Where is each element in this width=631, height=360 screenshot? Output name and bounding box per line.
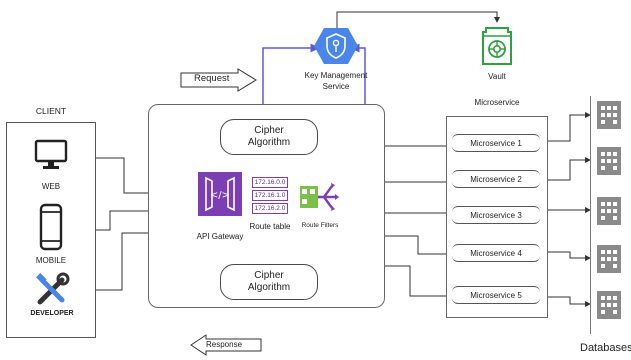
svg-text:</>: </> [210, 190, 230, 201]
vault-icon [480, 22, 514, 66]
web-monitor-icon [34, 138, 68, 172]
microservice-item: Microservice 1 [452, 134, 540, 152]
kms-label: Key Management Service [304, 71, 368, 91]
api-gateway-icon: </> [198, 172, 242, 216]
request-label: Request [194, 73, 230, 84]
database-building-icon [596, 100, 622, 135]
database-building-icon [596, 244, 622, 279]
vault-label: Vault [488, 72, 506, 81]
microservice-item: Microservice 5 [452, 286, 540, 304]
cipher-bottom-line2: Algorithm [247, 282, 291, 293]
request-arrow: Request [180, 68, 258, 92]
mobile-label: MOBILE [35, 256, 67, 265]
databases-label: Databases [580, 342, 631, 354]
route-table-label: Route table [249, 222, 291, 231]
web-label: WEB [41, 182, 61, 191]
microservice-item: Microservice 4 [452, 244, 540, 262]
microservice-item: Microservice 3 [452, 206, 540, 224]
kms-icon [313, 26, 359, 66]
route-table: 172.16.0.0 172.16.1.0 172.16.2.0 [252, 177, 288, 214]
database-column [590, 96, 631, 334]
developer-tools-icon [34, 272, 70, 308]
mobile-phone-icon [38, 203, 64, 251]
cipher-algorithm-top: Cipher Algorithm [220, 119, 318, 155]
route-filters-icon [298, 178, 340, 216]
route-filters-label: Route Filters [301, 222, 339, 229]
route-entry: 172.16.2.0 [252, 203, 288, 214]
cipher-top-line1: Cipher [254, 125, 284, 136]
response-arrow: Response [190, 334, 262, 356]
microservice-title: Microservice [474, 98, 520, 107]
database-building-icon [596, 290, 622, 325]
response-label: Response [206, 340, 243, 349]
cipher-algorithm-bottom: Cipher Algorithm [220, 264, 318, 300]
api-gateway-label: API Gateway [196, 232, 244, 241]
client-title: CLIENT [35, 106, 67, 116]
database-building-icon [596, 146, 622, 181]
route-entry: 172.16.1.0 [252, 190, 288, 201]
cipher-bottom-line1: Cipher [254, 270, 284, 281]
cipher-top-line2: Algorithm [247, 137, 291, 148]
route-entry: 172.16.0.0 [252, 177, 288, 188]
developer-label: DEVELOPER [30, 310, 74, 317]
microservice-item: Microservice 2 [452, 170, 540, 188]
database-building-icon [596, 196, 622, 231]
